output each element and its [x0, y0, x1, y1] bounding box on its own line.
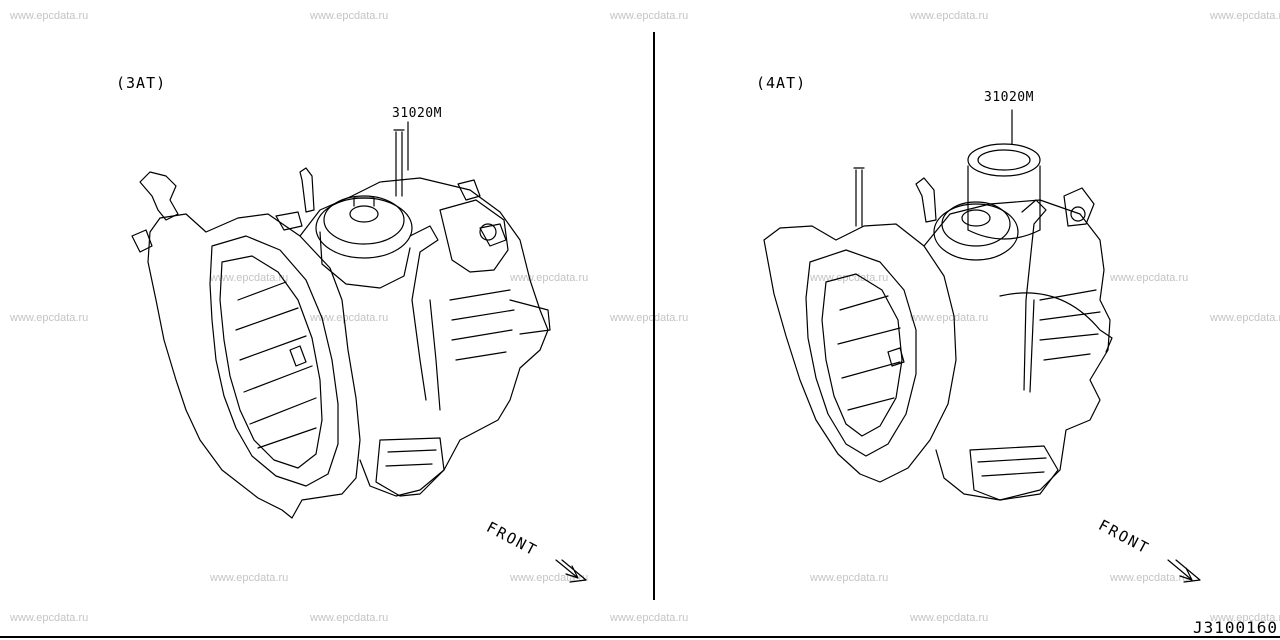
panel-divider [653, 32, 655, 600]
watermark-text: www.epcdata.ru [810, 572, 889, 584]
watermark-text: www.epcdata.ru [310, 10, 389, 22]
watermark-text: www.epcdata.ru [1210, 612, 1280, 624]
watermark-text: www.epcdata.ru [1110, 572, 1189, 584]
front-arrow-left [555, 559, 587, 583]
transmission-3at-illustration [131, 121, 551, 519]
watermark-text: www.epcdata.ru [10, 312, 89, 324]
watermark-text: www.epcdata.ru [910, 312, 989, 324]
part-number-label-3at: 31020M [392, 106, 442, 121]
part-number-label-4at: 31020M [984, 90, 1034, 105]
watermark-text: www.epcdata.ru [210, 272, 289, 284]
watermark-text: www.epcdata.ru [610, 10, 689, 22]
watermark-text: www.epcdata.ru [910, 612, 989, 624]
front-arrow-right [1167, 559, 1201, 583]
variant-label-3at: (3AT) [116, 74, 167, 92]
watermark-text: www.epcdata.ru [510, 272, 589, 284]
watermark-text: www.epcdata.ru [1210, 10, 1280, 22]
transmission-4at-illustration [763, 109, 1113, 501]
watermark-text: www.epcdata.ru [610, 312, 689, 324]
watermark-text: www.epcdata.ru [10, 10, 89, 22]
variant-label-4at: (4AT) [756, 74, 807, 92]
watermark-text: www.epcdata.ru [910, 10, 989, 22]
watermark-text: www.epcdata.ru [610, 612, 689, 624]
bottom-rule [0, 636, 1280, 638]
watermark-text: www.epcdata.ru [210, 572, 289, 584]
watermark-text: www.epcdata.ru [310, 612, 389, 624]
watermark-text: www.epcdata.ru [310, 312, 389, 324]
watermark-text: www.epcdata.ru [1210, 312, 1280, 324]
watermark-text: www.epcdata.ru [1110, 272, 1189, 284]
watermark-text: www.epcdata.ru [10, 612, 89, 624]
figure-code: J3100160 [1192, 618, 1278, 637]
